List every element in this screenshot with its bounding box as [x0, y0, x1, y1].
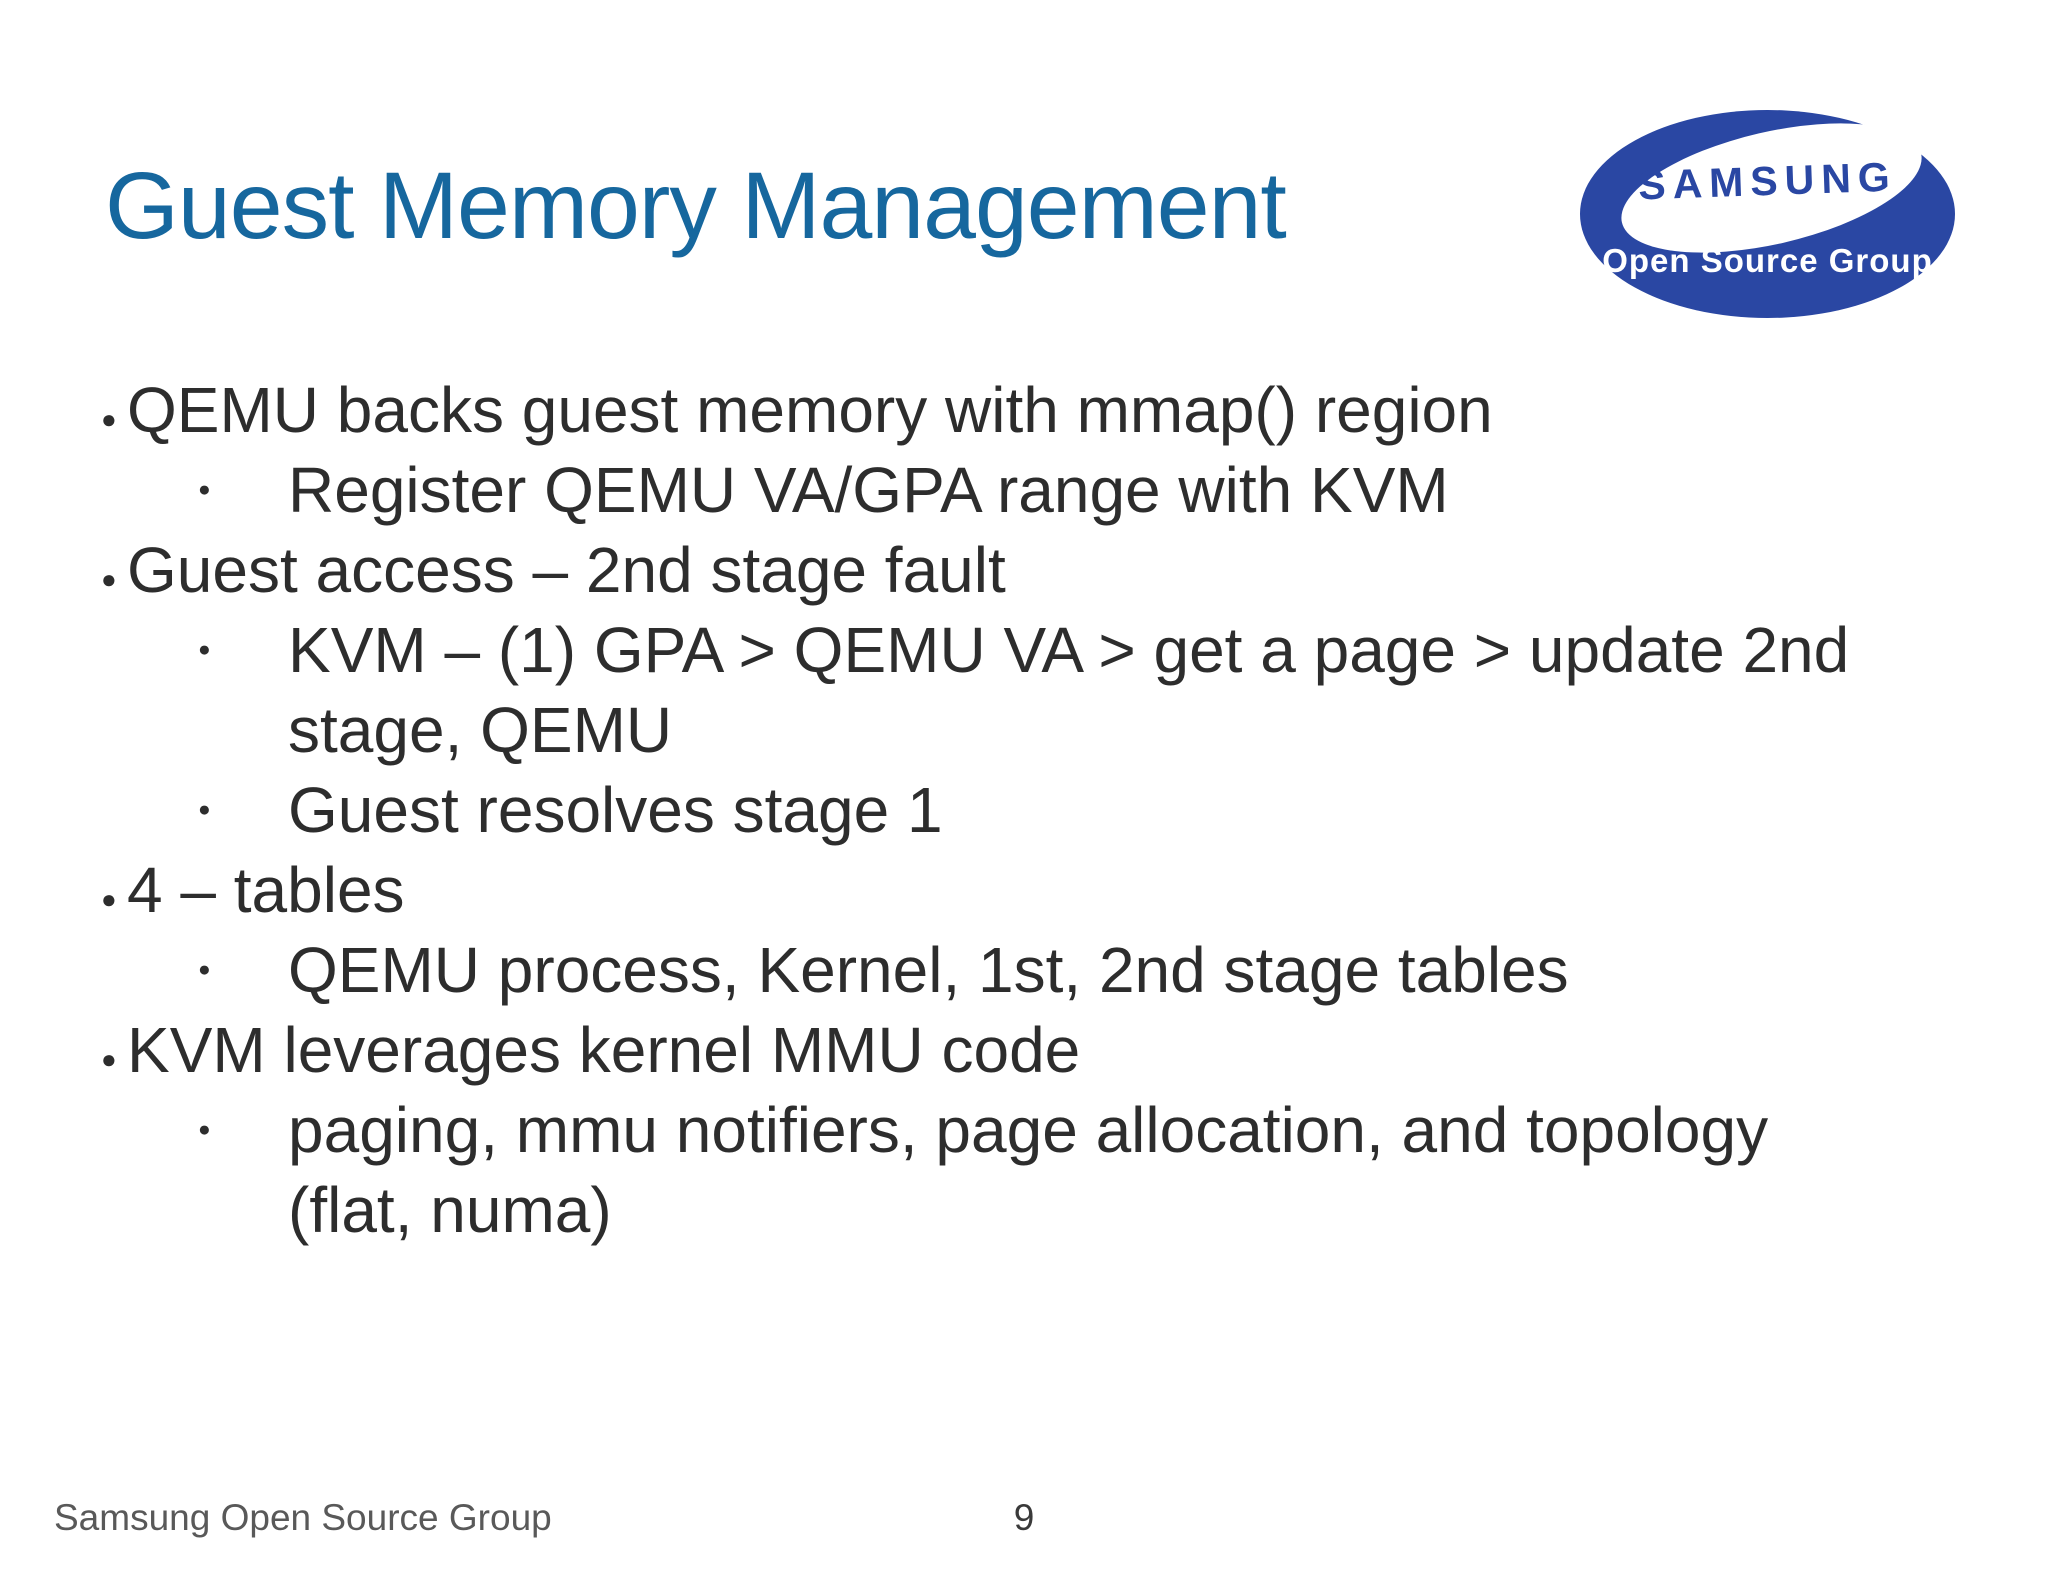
bullet-item: 4 – tables [0, 850, 1880, 930]
bullet-item: KVM leverages kernel MMU code [0, 1010, 1880, 1090]
sub-bullet-item: KVM – (1) GPA > QEMU VA > get a page > u… [0, 610, 1880, 770]
bullet-item: Guest access – 2nd stage fault [0, 530, 1880, 610]
sub-bullet-item: paging, mmu notifiers, page allocation, … [0, 1090, 1880, 1250]
logo-subtitle-text: Open Source Group [1602, 242, 1933, 279]
slide-title: Guest Memory Management [105, 153, 1287, 259]
sub-bullet-item: Register QEMU VA/GPA range with KVM [0, 450, 1880, 530]
samsung-open-source-group-logo: SAMSUNG Open Source Group [1580, 98, 1955, 318]
bullet-item: QEMU backs guest memory with mmap() regi… [0, 370, 1880, 450]
page-number: 9 [1013, 1497, 1035, 1538]
footer-text: Samsung Open Source Group [54, 1497, 552, 1538]
sub-bullet-item: QEMU process, Kernel, 1st, 2nd stage tab… [0, 930, 1880, 1010]
bullet-list: QEMU backs guest memory with mmap() regi… [0, 370, 1880, 1250]
sub-bullet-item: Guest resolves stage 1 [0, 770, 1880, 850]
